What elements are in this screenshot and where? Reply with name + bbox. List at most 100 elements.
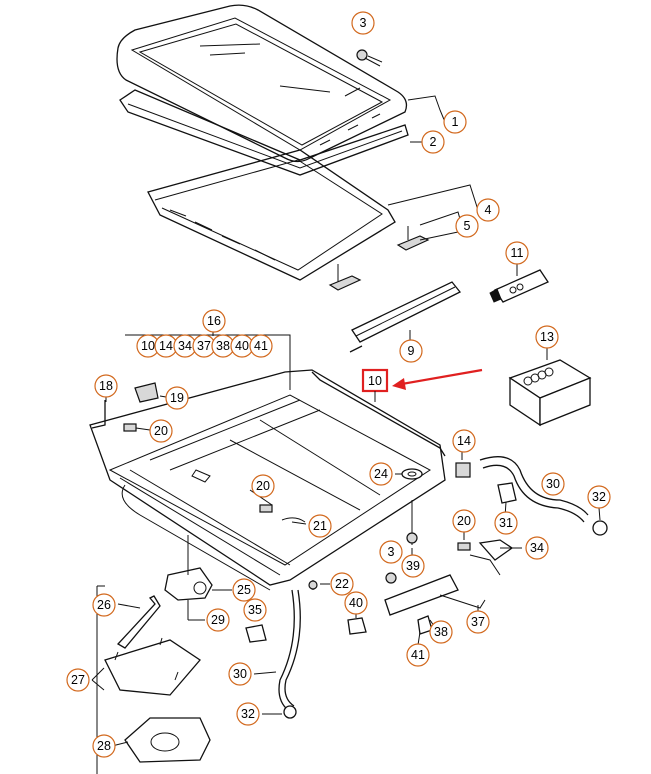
svg-text:39: 39: [406, 559, 420, 573]
svg-text:40: 40: [349, 596, 363, 610]
washer-part: [401, 468, 423, 480]
svg-text:21: 21: [313, 519, 327, 533]
svg-text:20: 20: [256, 479, 270, 493]
svg-text:40: 40: [235, 339, 249, 353]
callout-9: 9: [399, 339, 423, 363]
callout-4: 4: [476, 198, 500, 222]
svg-text:38: 38: [216, 339, 230, 353]
svg-text:16: 16: [207, 314, 221, 328]
bolt-39-part: [406, 532, 418, 544]
callout-3: 3: [351, 11, 375, 35]
housing-part: [124, 717, 211, 763]
clip-20-part: [123, 423, 137, 432]
callout-40: 40: [344, 591, 368, 615]
svg-text:3: 3: [360, 16, 367, 30]
svg-text:3: 3: [388, 545, 395, 559]
svg-text:20: 20: [457, 514, 471, 528]
svg-text:30: 30: [233, 667, 247, 681]
callout-21: 21: [308, 514, 332, 538]
svg-text:9: 9: [408, 344, 415, 358]
svg-text:27: 27: [71, 673, 85, 687]
connector-part: [455, 462, 471, 478]
svg-text:14: 14: [457, 434, 471, 448]
svg-text:20: 20: [154, 424, 168, 438]
callout-16-ref-41: 41: [249, 334, 273, 358]
callout-41: 41: [406, 643, 430, 667]
callout-16-ref-34: 34: [173, 334, 197, 358]
callout-29: 29: [206, 608, 230, 632]
callout-5: 5: [455, 214, 479, 238]
svg-text:24: 24: [374, 467, 388, 481]
svg-text:14: 14: [159, 339, 173, 353]
callout-35: 35: [243, 598, 267, 622]
callout-30-right: 30: [541, 472, 565, 496]
svg-text:31: 31: [499, 516, 513, 530]
crank-handle-part: [116, 595, 161, 649]
svg-text:34: 34: [178, 339, 192, 353]
cable-guide-part: [384, 574, 459, 616]
svg-text:29: 29: [211, 613, 225, 627]
callout-16-ref-10: 10: [136, 334, 160, 358]
callout-14: 14: [452, 429, 476, 453]
screw-part: [356, 49, 383, 67]
highlighted-callout-10[interactable]: 10: [361, 368, 389, 393]
motor-part: [164, 567, 213, 620]
drain-tube-part: [91, 400, 106, 429]
callout-37: 37: [466, 610, 490, 634]
drain-hose-right-part: [479, 456, 589, 516]
callout-39: 39: [401, 554, 425, 578]
svg-text:37: 37: [471, 615, 485, 629]
glass-panel-part: [116, 4, 408, 163]
clip-part: [328, 226, 430, 291]
svg-text:26: 26: [97, 598, 111, 612]
svg-text:11: 11: [511, 246, 524, 260]
callout-30-lower: 30: [228, 662, 252, 686]
callout-28: 28: [92, 734, 116, 758]
svg-text:22: 22: [335, 577, 349, 591]
drain-hose-part: [278, 589, 295, 711]
seal-part: [119, 89, 409, 176]
valve-right-part: [592, 520, 608, 536]
svg-text:10: 10: [368, 374, 382, 388]
callout-13: 13: [535, 325, 559, 349]
svg-text:32: 32: [592, 490, 606, 504]
svg-text:37: 37: [197, 339, 211, 353]
callout-16-ref-37: 37: [192, 334, 216, 358]
callout-11: 11: [505, 241, 529, 265]
callout-31: 31: [494, 511, 518, 535]
svg-text:35: 35: [248, 603, 262, 617]
callout-38: 38: [429, 620, 453, 644]
svg-text:38: 38: [434, 625, 448, 639]
svg-text:28: 28: [97, 739, 111, 753]
svg-text:19: 19: [170, 391, 184, 405]
sunroof-frame-assembly: [89, 369, 446, 591]
callout-16-ref-14: 14: [154, 334, 178, 358]
callout-1: 1: [443, 110, 467, 134]
callout-18: 18: [94, 374, 118, 398]
callout-34: 34: [525, 536, 549, 560]
callout-16-ref-40: 40: [230, 334, 254, 358]
svg-text:32: 32: [241, 707, 255, 721]
callout-3-lower: 3: [379, 540, 403, 564]
svg-text:4: 4: [485, 203, 492, 217]
svg-text:18: 18: [99, 379, 113, 393]
svg-text:2: 2: [430, 135, 437, 149]
mounting-bracket-part: [104, 637, 201, 696]
callout-25: 25: [232, 578, 256, 602]
svg-text:5: 5: [464, 219, 471, 233]
callout-20-right: 20: [452, 509, 476, 533]
callout-20-mid: 20: [251, 474, 275, 498]
callout-20-left: 20: [149, 419, 173, 443]
callout-22: 22: [330, 572, 354, 596]
callout-32-right: 32: [587, 485, 611, 509]
callout-19: 19: [165, 386, 189, 410]
callout-16-ref-38: 38: [211, 334, 235, 358]
highlight-arrow: [392, 368, 483, 390]
svg-text:41: 41: [411, 648, 425, 662]
svg-text:41: 41: [254, 339, 268, 353]
callout-27: 27: [66, 668, 90, 692]
callout-2: 2: [421, 130, 445, 154]
callout-16: 16: [202, 309, 226, 333]
callout-26: 26: [92, 593, 116, 617]
